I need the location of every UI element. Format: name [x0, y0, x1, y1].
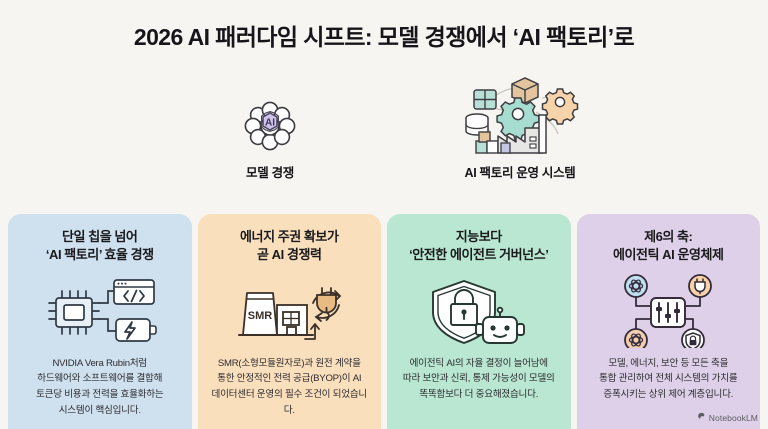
- svg-text:SMR: SMR: [248, 310, 273, 322]
- ai-factory-network-icon: [425, 72, 615, 154]
- card-energy-sovereignty[interactable]: 에너지 주권 확보가 곧 AI 경쟁력 SMR: [197, 214, 381, 429]
- card-body: NVIDIA Vera Rubin처럼 하드웨어와 소프트웨어를 결합해 토큰당…: [36, 357, 164, 416]
- card-title: 지능보다 ‘안전한 에이전트 거버넌스’: [409, 229, 549, 263]
- svg-text:AI: AI: [265, 118, 275, 129]
- smr-powerplant-plug-icon: SMR: [227, 274, 351, 348]
- shield-lock-robot-icon: [424, 274, 534, 348]
- concept-row: AI 모델 경쟁: [0, 72, 768, 194]
- card-agentic-ai-os[interactable]: 제6의 축: 에이전틱 AI 운영체제: [576, 214, 760, 429]
- page-title: 2026 AI 패러다임 시프트: 모델 경쟁에서 ‘AI 팩토리’로: [133, 24, 635, 50]
- card-title: 제6의 축: 에이전틱 AI 운영체제: [612, 229, 724, 263]
- card-compute-efficiency[interactable]: 단일 칩을 넘어 ‘AI 팩토리’ 효율 경쟁: [8, 214, 192, 429]
- card-body: SMR(소형모듈원자로)과 원전 계약을 통한 안정적인 전력 공급(BYOP)…: [211, 357, 368, 416]
- card-title: 에너지 주권 확보가 곧 AI 경쟁력: [240, 229, 339, 263]
- watermark: NotebookLM: [697, 412, 758, 423]
- chip-code-battery-icon: [40, 274, 160, 348]
- control-panel-network-icon: [610, 274, 726, 348]
- concept-caption: AI 팩토리 운영 시스템: [464, 166, 576, 180]
- concept-model-competition: AI 모델 경쟁: [190, 101, 350, 181]
- card-body: 에이전틱 AI의 자율 결정이 늘어남에 따라 보안과 신뢰, 통제 가능성이 …: [402, 357, 555, 400]
- concept-ai-factory: AI 팩토리 운영 시스템: [425, 72, 615, 181]
- card-agent-governance[interactable]: 지능보다 ‘안전한 에이전트 거버넌스’: [387, 214, 571, 429]
- card-row: 단일 칩을 넘어 ‘AI 팩토리’ 효율 경쟁: [0, 214, 768, 429]
- card-body: 모델, 에너지, 보안 등 모든 축을 통합 관리하여 전체 시스템의 가치를 …: [599, 357, 738, 400]
- watermark-label: NotebookLM: [708, 412, 758, 423]
- concept-caption: 모델 경쟁: [246, 166, 294, 180]
- notebooklm-logo-icon: [697, 412, 706, 423]
- ai-brain-icon: AI: [190, 101, 350, 154]
- card-title: 단일 칩을 넘어 ‘AI 팩토리’ 효율 경쟁: [45, 229, 154, 263]
